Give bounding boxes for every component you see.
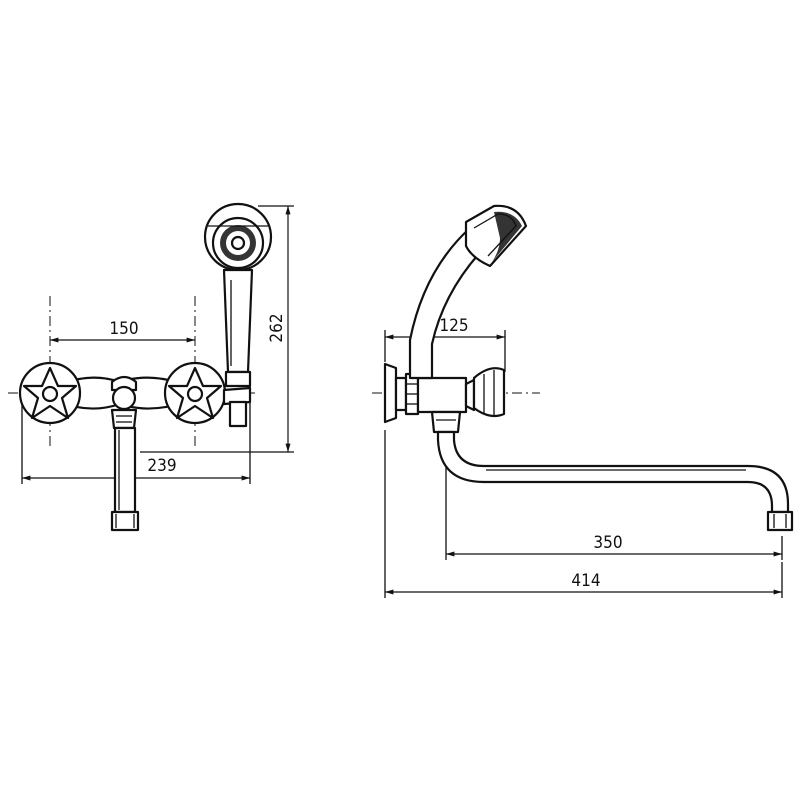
dimension-label-262: 262 <box>267 313 287 342</box>
dimension-label-125: 125 <box>439 316 468 336</box>
dimension-front-spacing: 150 <box>50 319 195 343</box>
dimension-label-150: 150 <box>109 319 138 339</box>
side-spout <box>436 430 794 532</box>
dimension-side-offset: 125 <box>384 316 506 372</box>
dimension-label-414: 414 <box>571 571 600 591</box>
wall-flange <box>383 362 420 424</box>
dimension-front-height: 262 <box>140 205 294 453</box>
dimension-spout-reach: 350 <box>445 432 783 560</box>
shower-holder <box>222 386 252 428</box>
dimension-total-depth: 414 <box>384 430 783 598</box>
side-diverter <box>430 410 462 434</box>
front-spout <box>110 426 140 532</box>
diverter-knob <box>110 375 138 430</box>
left-valve-handle <box>18 361 82 425</box>
side-view: 125 350 414 <box>372 204 794 598</box>
front-hand-shower <box>203 202 273 388</box>
side-hand-shower <box>408 204 528 380</box>
front-view: 150 239 262 <box>8 202 294 532</box>
side-valve-body <box>416 367 506 418</box>
dimension-label-350: 350 <box>593 533 622 553</box>
right-valve-handle <box>163 361 227 425</box>
dimension-label-239: 239 <box>147 456 176 476</box>
